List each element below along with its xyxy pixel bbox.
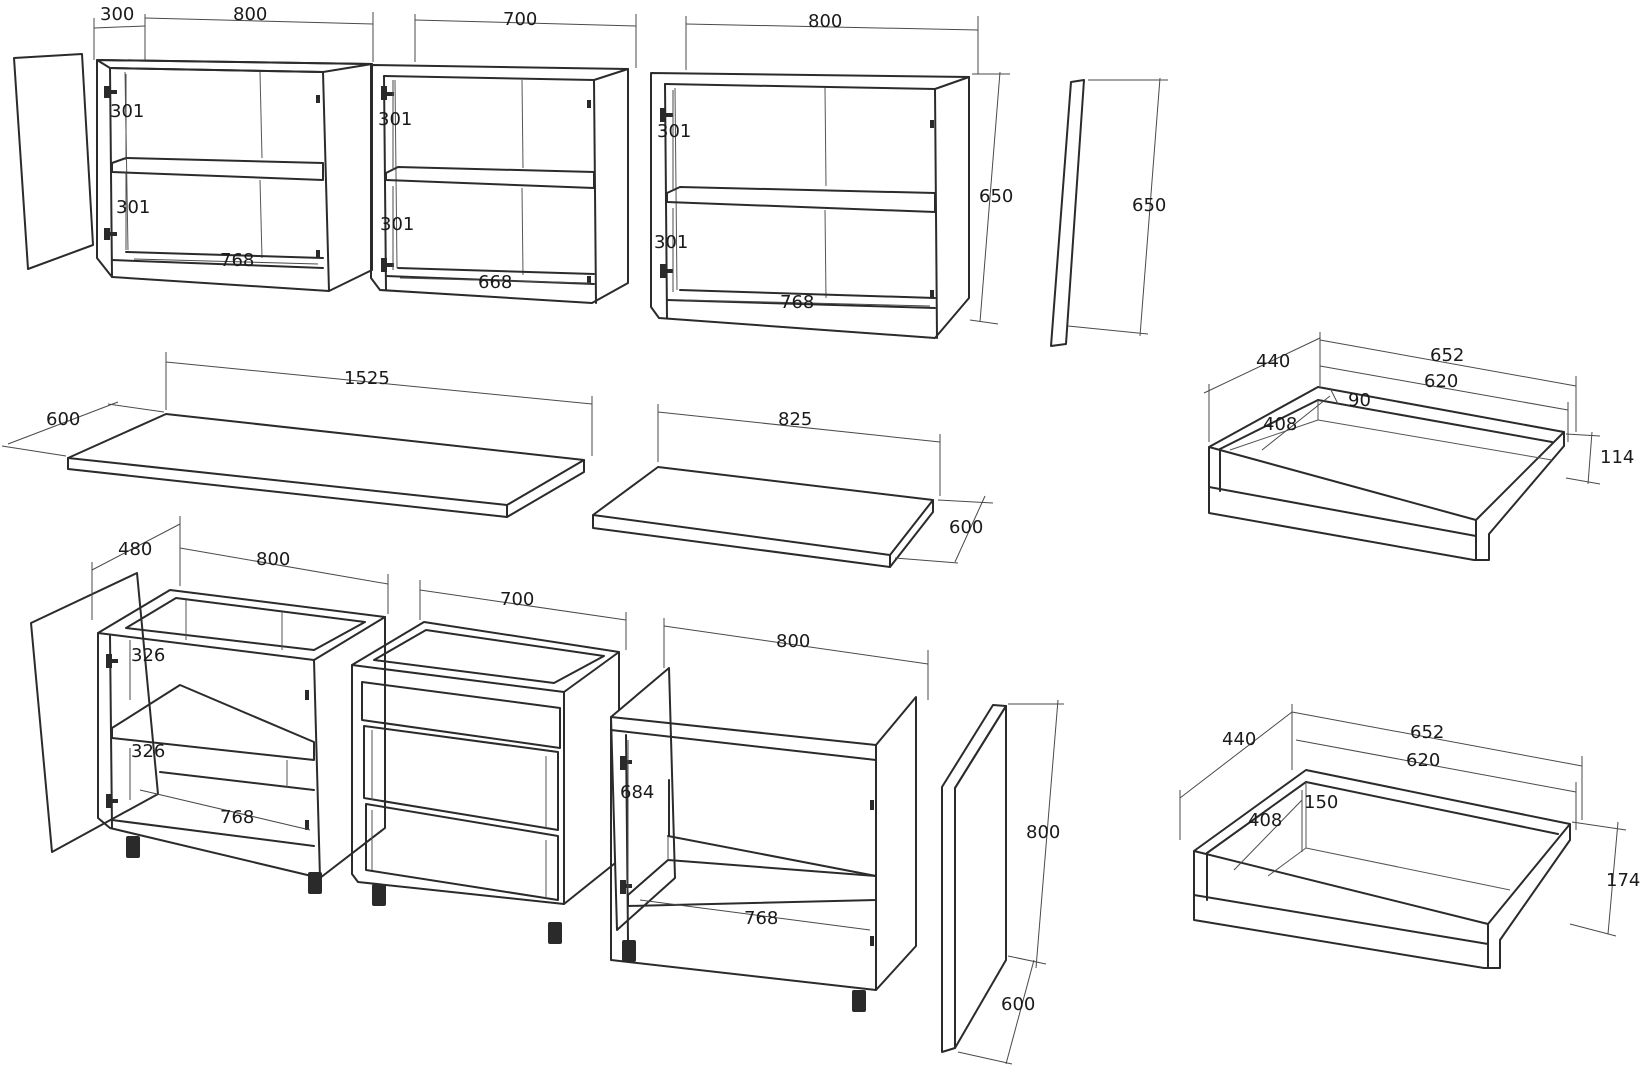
- wall-right-gap-bottom: 301: [654, 232, 688, 253]
- wall-right-gap-top: 301: [657, 121, 691, 142]
- wall-middle-width: 700: [503, 9, 537, 30]
- drawer-small-outer-depth: 440: [1256, 351, 1290, 372]
- drawer-small-inner-height: 90: [1348, 390, 1371, 411]
- drawer-large-inner-height: 150: [1304, 792, 1338, 813]
- drawer-large-inner-depth: 408: [1248, 810, 1282, 831]
- base-right-inner-height: 684: [620, 782, 654, 803]
- wall-middle-inner-width: 668: [478, 272, 512, 293]
- base-middle-width: 700: [500, 589, 534, 610]
- base-cabinet-left-door: [30, 572, 159, 853]
- base-end-panel: 800 600: [941, 699, 1064, 1065]
- base-right-inner-width: 768: [744, 908, 778, 929]
- wall-right-width: 800: [808, 11, 842, 32]
- side-panel-height: 650: [1132, 195, 1166, 216]
- drawer-large-outer-width: 652: [1410, 722, 1444, 743]
- wall-left-door-depth: 300: [100, 4, 134, 25]
- base-right-width: 800: [776, 631, 810, 652]
- wall-cabinet-left: 300 800 301 301 768: [13, 4, 374, 292]
- base-left-inner-width: 768: [220, 807, 254, 828]
- base-cabinet-middle: 700: [351, 580, 627, 944]
- countertop-long-depth: 600: [46, 409, 80, 430]
- wall-side-panel: 650: [1050, 77, 1168, 347]
- drawer-large-inner-width: 620: [1406, 750, 1440, 771]
- end-panel-height: 800: [1026, 822, 1060, 843]
- countertop-short: 825 600: [592, 404, 994, 568]
- drawer-small-inner-depth: 408: [1263, 414, 1297, 435]
- countertop-short-length: 825: [778, 409, 812, 430]
- wall-left-width: 800: [233, 4, 267, 25]
- base-cabinet-left: 480 800 326 326 768: [30, 516, 389, 894]
- end-panel-depth: 600: [1001, 994, 1035, 1015]
- wall-left-gap-bottom: 301: [116, 197, 150, 218]
- wall-cabinet-right: 800 301 301 768 650: [650, 11, 1013, 339]
- drawer-small-inner-width: 620: [1424, 371, 1458, 392]
- wall-right-inner-width: 768: [780, 292, 814, 313]
- wall-left-inner-width: 768: [220, 250, 254, 271]
- drawer-large-outer-depth: 440: [1222, 729, 1256, 750]
- wall-cabinet-left-door: [13, 53, 94, 270]
- countertop-long: 1525 600: [1, 352, 593, 518]
- wall-right-height: 650: [979, 186, 1013, 207]
- wall-cabinet-middle: 700 301 301 668: [370, 9, 637, 304]
- base-left-gap-top: 326: [131, 645, 165, 666]
- base-left-width: 800: [256, 549, 290, 570]
- drawer-small-outer-height: 114: [1600, 447, 1634, 468]
- drawer-large-outer-height: 174: [1606, 870, 1640, 891]
- wall-middle-gap-top: 301: [378, 109, 412, 130]
- drawer-large: 440 652 620 150 408 174: [1179, 704, 1640, 969]
- wall-middle-gap-bottom: 301: [380, 214, 414, 235]
- base-cabinet-right: 800 684 768: [610, 618, 929, 1012]
- wall-left-gap-top: 301: [110, 101, 144, 122]
- base-left-depth: 480: [118, 539, 152, 560]
- base-left-gap-bottom: 326: [131, 741, 165, 762]
- drawer-small: 440 652 620 90 408 114: [1203, 332, 1634, 561]
- drawer-small-outer-width: 652: [1430, 345, 1464, 366]
- countertop-short-depth: 600: [949, 517, 983, 538]
- countertop-long-length: 1525: [344, 368, 390, 389]
